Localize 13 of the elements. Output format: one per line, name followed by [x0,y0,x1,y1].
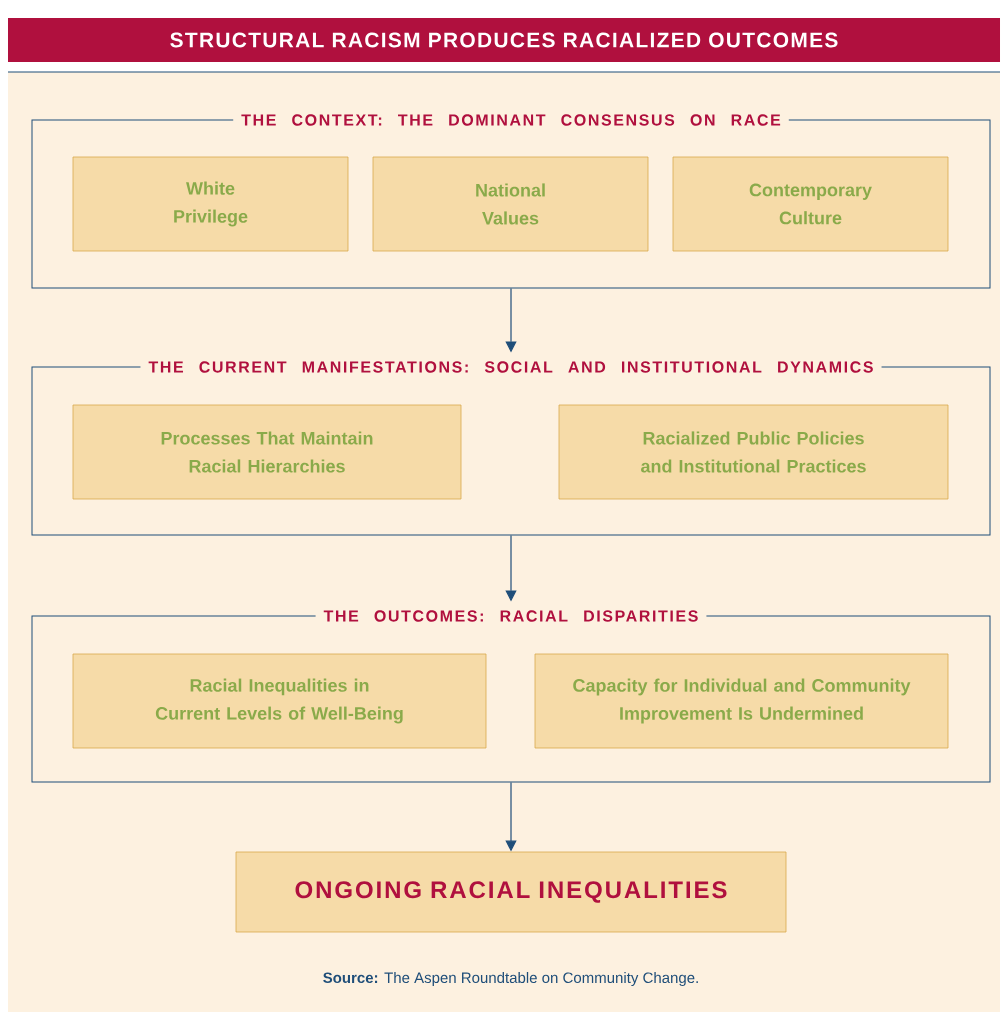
concept-box: Contemporary Culture [672,156,949,252]
result-box: ONGOING RACIAL INEQUALITIES [235,851,787,933]
title-bar: STRUCTURAL RACISM PRODUCES RACIALIZED OUTCOMES [8,18,1000,62]
concept-box: White Privilege [72,156,349,252]
concept-box: Racial Inequalities in Current Levels of Well-Being [72,653,487,749]
concept-box: Processes That Maintain Racial Hierarchies [72,404,462,500]
source-note: Source: The Aspen Roundtable on Community Change. [323,972,698,986]
concept-box: National Values [372,156,649,252]
group-heading: THE CONTEXT: THE DOMINANT CONSENSUS ON RACE [233,112,789,128]
concept-box: Racialized Public Policies and Institutional Practices [558,404,949,500]
group-heading: THE CURRENT MANIFESTATIONS: SOCIAL AND INSTITUTIONAL DYNAMICS [140,359,882,375]
concept-box: Capacity for Individual and Community Improvement Is Undermined [534,653,949,749]
group-heading: THE OUTCOMES: RACIAL DISPARITIES [315,608,707,624]
